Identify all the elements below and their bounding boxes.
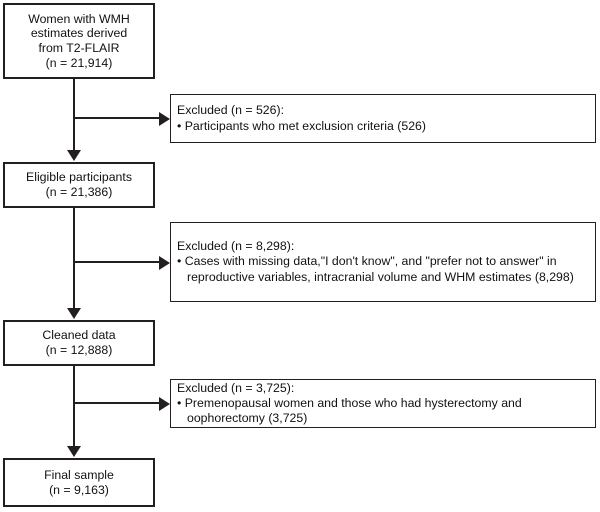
exclusion-heading: Excluded (n = 3,725): — [177, 380, 295, 395]
connector-line-to-exclusion-1 — [74, 117, 159, 120]
exclusion-item: • Cases with missing data,"I don't know"… — [177, 254, 574, 284]
arrowhead-right-to-exclusion-1 — [159, 111, 170, 126]
box-text-line: Cleaned data — [42, 328, 116, 343]
box-text-line: estimates derived — [30, 26, 128, 41]
box-count-line: (n = 9,163) — [49, 482, 109, 497]
flow-box-eligible-participants: Eligible participants (n = 21,386) — [3, 162, 155, 208]
arrowhead-down-to-cleaned — [67, 308, 81, 319]
box-text-line: Final sample — [44, 467, 114, 482]
flow-box-source-population: Women with WMH estimates derived from T2… — [3, 3, 155, 79]
exclusion-heading: Excluded (n = 8,298): — [177, 239, 295, 254]
connector-line-cleaned-to-final — [73, 366, 76, 447]
arrowhead-right-to-exclusion-3 — [159, 396, 170, 411]
connector-line-eligible-to-cleaned — [73, 208, 76, 309]
box-text-line: Eligible participants — [26, 170, 132, 185]
exclusion-box-exclusion-criteria: Excluded (n = 526): • Participants who m… — [170, 94, 596, 143]
exclusion-box-premenopausal-surgery: Excluded (n = 3,725): • Premenopausal wo… — [170, 379, 596, 428]
exclusion-item: • Premenopausal women and those who had … — [177, 395, 522, 426]
connector-line-source-to-eligible — [73, 79, 76, 151]
arrowhead-down-to-eligible — [67, 150, 81, 161]
arrowhead-right-to-exclusion-2 — [159, 255, 170, 270]
box-text-line: Women with WMH — [28, 11, 130, 26]
exclusion-item: • Participants who met exclusion criteri… — [177, 118, 426, 133]
exclusion-box-missing-data: Excluded (n = 8,298): • Cases with missi… — [170, 222, 596, 302]
arrowhead-down-to-final — [67, 446, 81, 457]
flow-box-final-sample: Final sample (n = 9,163) — [3, 458, 155, 507]
box-text-line: from T2-FLAIR — [38, 41, 120, 55]
connector-line-to-exclusion-2 — [74, 261, 159, 264]
connector-line-to-exclusion-3 — [74, 402, 159, 405]
box-count-line: (n = 12,888) — [45, 343, 113, 357]
box-count-line: (n = 21,386) — [45, 185, 113, 199]
exclusion-heading: Excluded (n = 526): — [177, 103, 284, 118]
flow-box-cleaned-data: Cleaned data (n = 12,888) — [3, 320, 155, 366]
box-count-line: (n = 21,914) — [45, 55, 113, 70]
